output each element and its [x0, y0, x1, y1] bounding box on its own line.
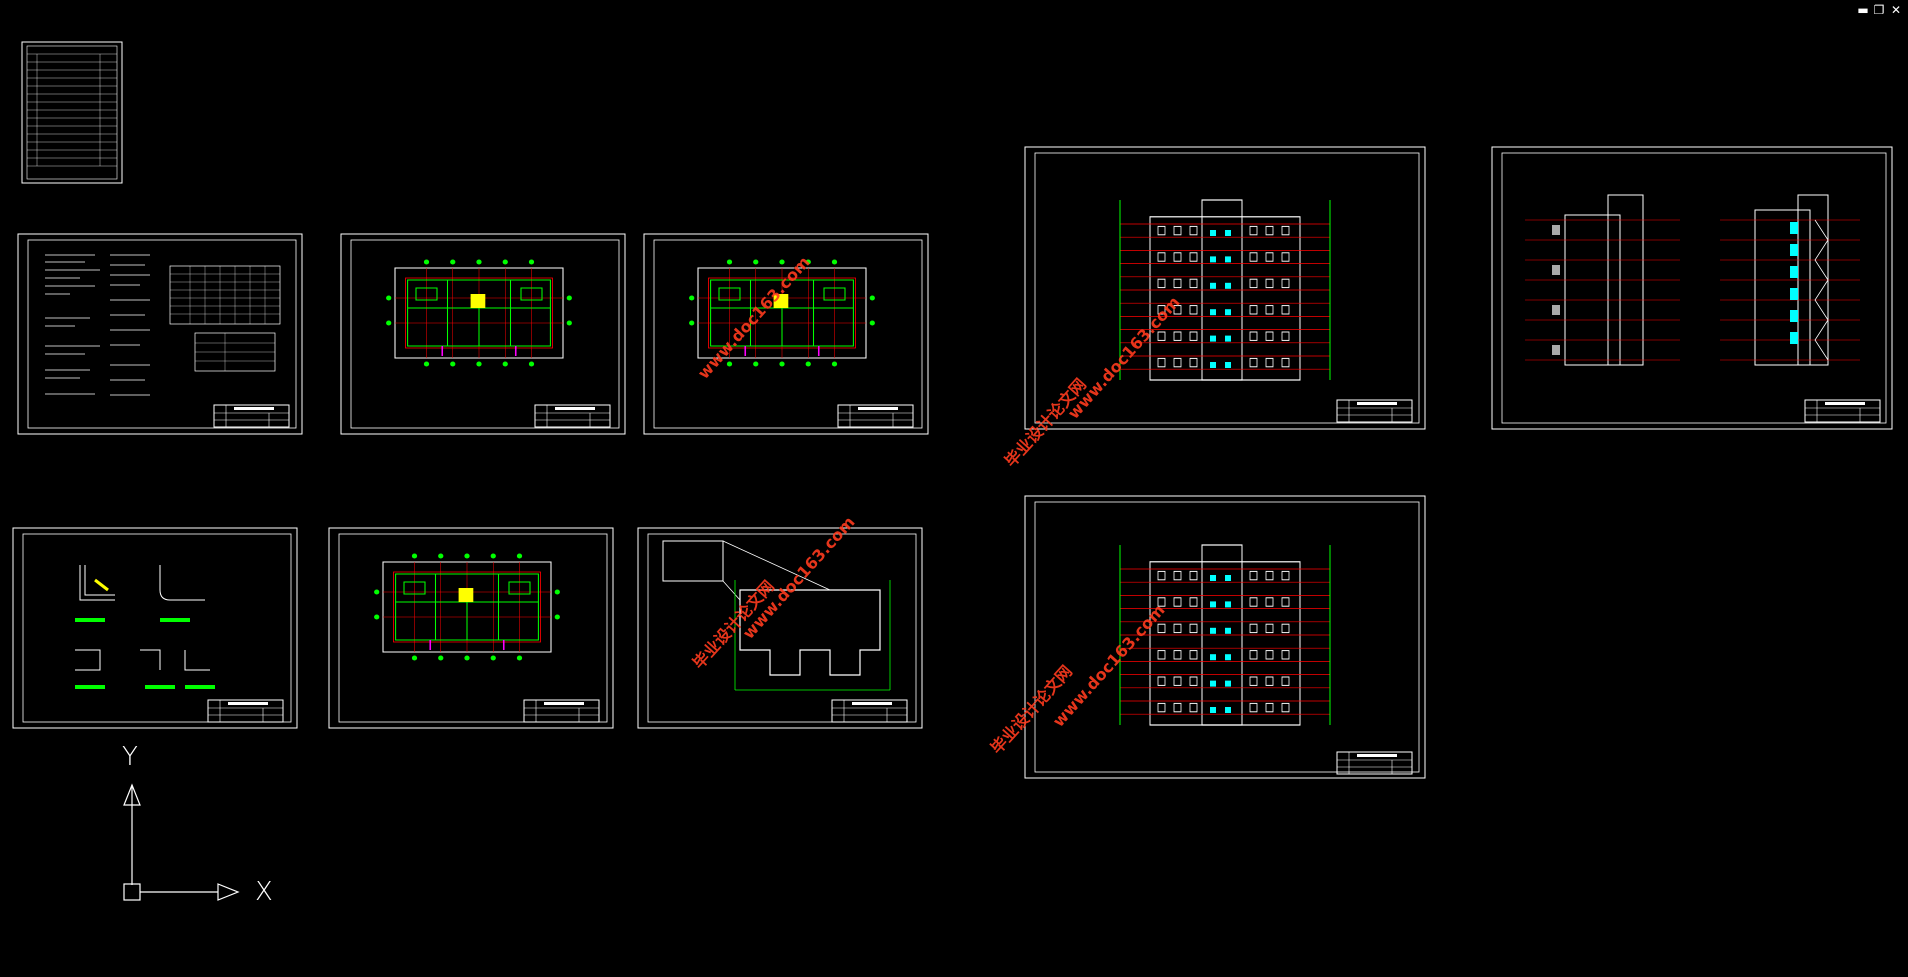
- sheet-roof-plan[interactable]: [637, 527, 923, 729]
- minimize-icon[interactable]: ▬: [1857, 3, 1869, 17]
- ucs-y-label: Y: [122, 742, 138, 772]
- sheet-elevation-rear[interactable]: [1024, 495, 1426, 779]
- sheet-design-notes[interactable]: [17, 233, 303, 435]
- restore-icon[interactable]: ❐: [1873, 3, 1885, 17]
- watermark-text: www.doc163.com: [1049, 601, 1169, 731]
- sheet-elevation-front[interactable]: [1024, 146, 1426, 430]
- sheet-floor-plan-2[interactable]: [643, 233, 929, 435]
- sheet-drawing-list[interactable]: [21, 41, 123, 184]
- watermark-group: www.doc163.com 毕业设计论文网 www.doc163.com 毕业…: [689, 253, 1184, 758]
- ucs-x-label: X: [255, 877, 273, 907]
- watermark-text: www.doc163.com: [739, 513, 859, 643]
- watermark-text: www.doc163.com: [1064, 293, 1184, 423]
- ucs-icon: [123, 783, 240, 901]
- sheet-details[interactable]: [12, 527, 298, 729]
- sheet-floor-plan-standard[interactable]: [328, 527, 614, 729]
- close-icon[interactable]: ✕: [1890, 3, 1902, 17]
- sheet-elevation-side[interactable]: [1491, 146, 1893, 430]
- sheet-floor-plan-1[interactable]: [340, 233, 626, 435]
